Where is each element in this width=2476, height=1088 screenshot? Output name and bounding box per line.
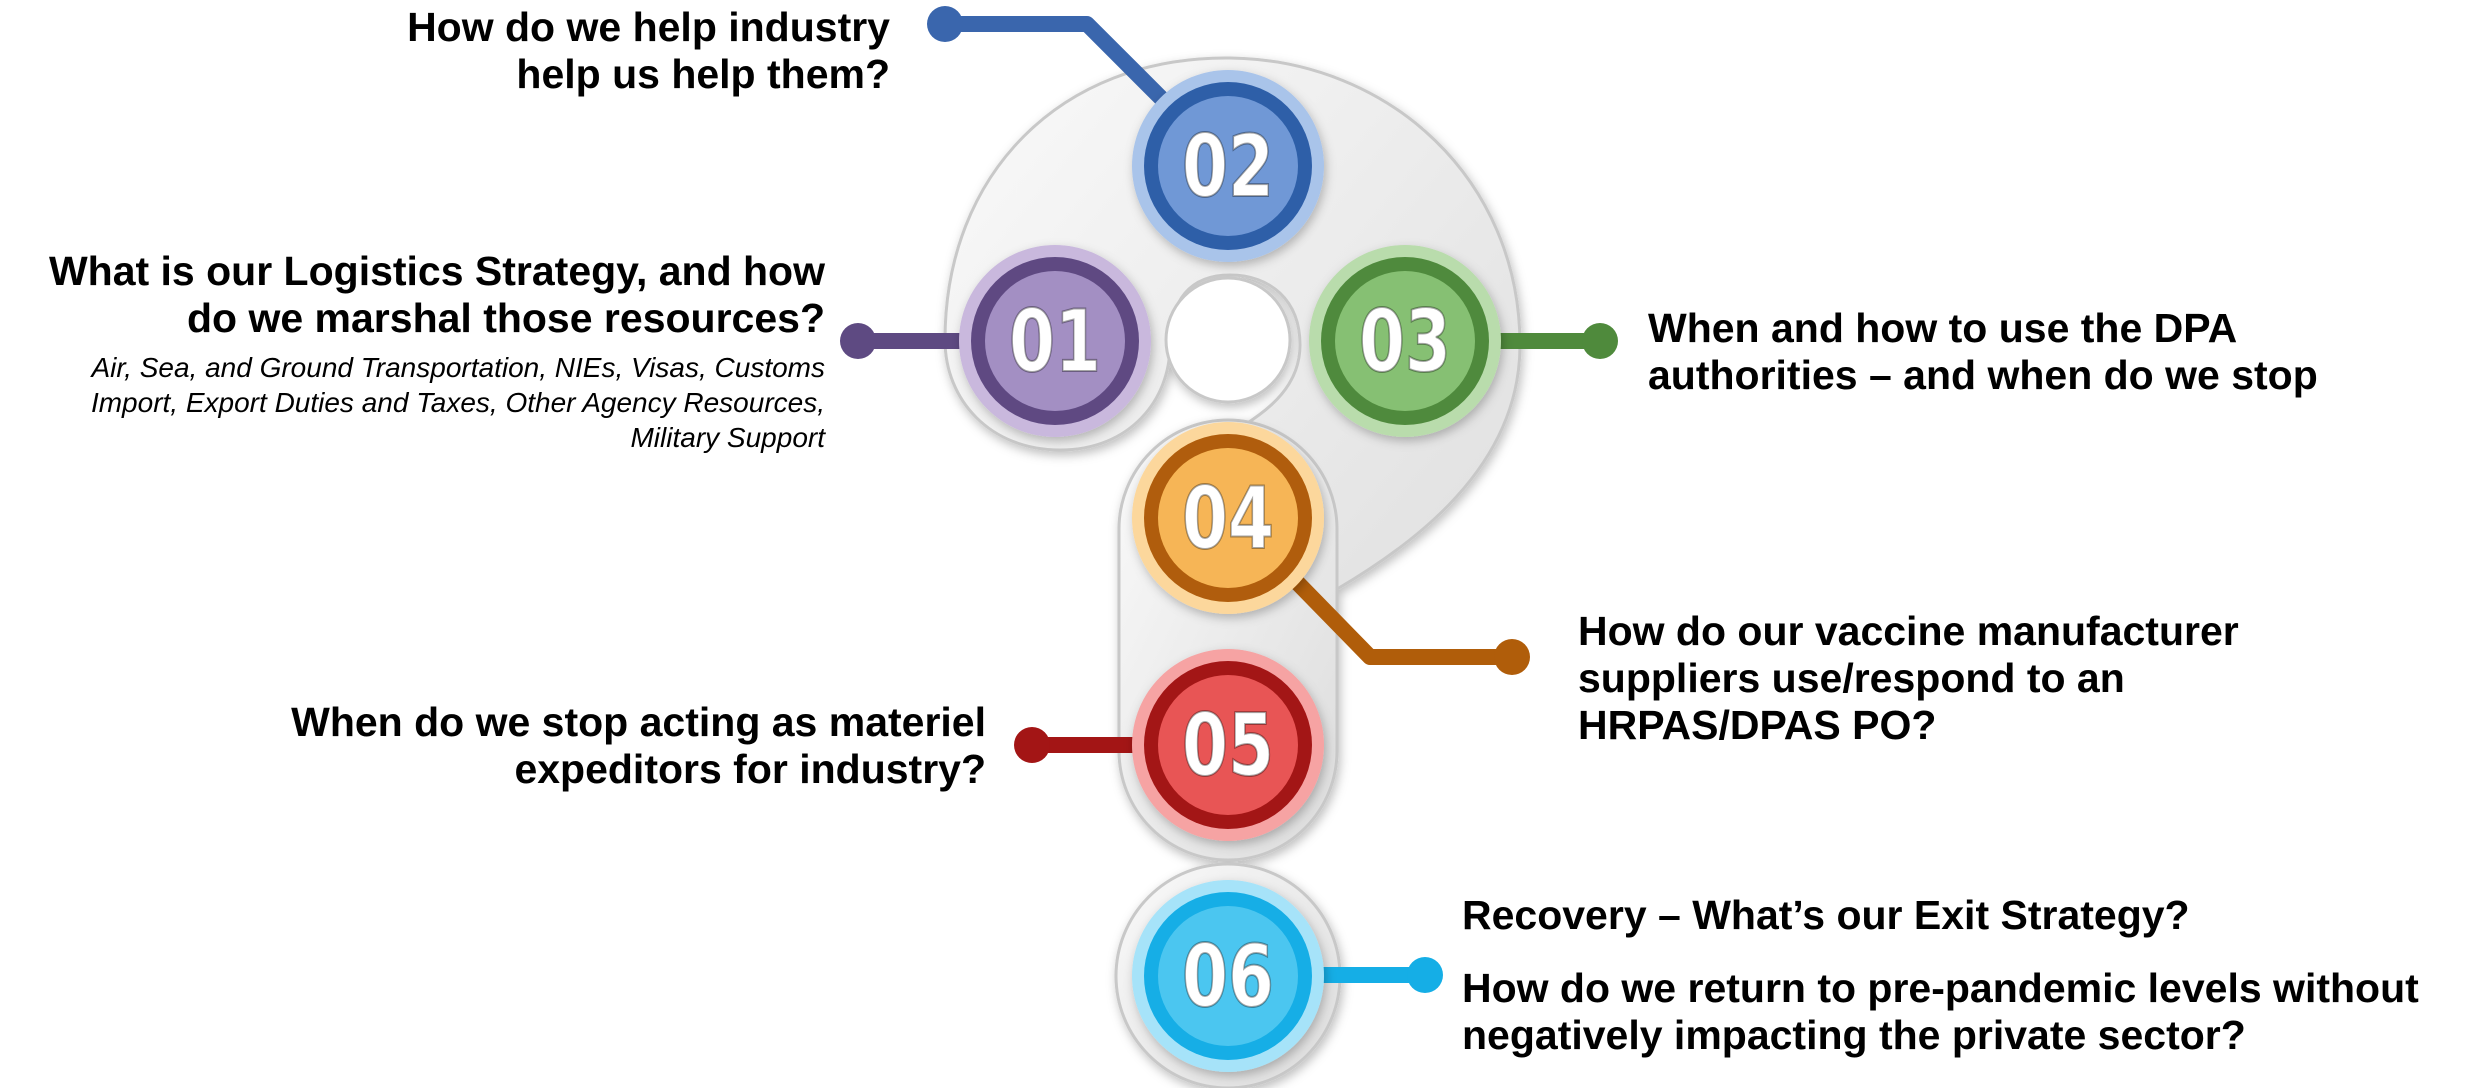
connector-01-dot	[840, 323, 876, 359]
question-01-detail: Air, Sea, and Ground Transportation, NIE…	[90, 352, 825, 453]
badge-05: 05	[1132, 649, 1324, 841]
question-03: When and how to use the DPA authorities …	[1648, 305, 2318, 398]
connector-05-dot	[1014, 727, 1050, 763]
connector-03-dot	[1582, 323, 1618, 359]
question-02: How do we help industry help us help the…	[407, 4, 890, 97]
badge-inner-disc	[1158, 675, 1298, 815]
badge-number: 04	[1182, 469, 1274, 569]
question-05: When do we stop acting as materiel exped…	[291, 699, 986, 792]
badge-inner-disc	[1158, 96, 1298, 236]
connector-06-dot	[1407, 957, 1443, 993]
badge-number: 05	[1182, 696, 1274, 796]
badge-inner-disc	[1158, 906, 1298, 1046]
badge-number: 06	[1182, 927, 1274, 1027]
connector-02-dot	[927, 6, 963, 42]
badge-03: 03	[1309, 245, 1501, 437]
badge-inner-disc	[1335, 271, 1475, 411]
badge-number: 02	[1182, 117, 1274, 217]
badge-inner-disc	[985, 271, 1125, 411]
connector-02	[937, 16, 1183, 120]
badge-number: 03	[1359, 292, 1451, 392]
question-01: What is our Logistics Strategy, and how …	[48, 248, 825, 341]
connector-04	[1277, 562, 1520, 665]
badge-04: 04	[1132, 422, 1324, 614]
question-04: How do our vaccine manufacturer supplier…	[1578, 608, 2239, 748]
badge-01: 01	[959, 245, 1151, 437]
badge-number: 01	[1009, 292, 1101, 392]
connector-04-dot	[1494, 639, 1530, 675]
number-badges: 01 02 03 04 05 06	[959, 70, 1501, 1072]
badge-06: 06	[1132, 880, 1324, 1072]
badge-inner-disc	[1158, 448, 1298, 588]
badge-02: 02	[1132, 70, 1324, 262]
question-06-title: Recovery – What’s our Exit Strategy?	[1462, 892, 2190, 938]
question-06: How do we return to pre-pandemic levels …	[1462, 965, 2419, 1058]
